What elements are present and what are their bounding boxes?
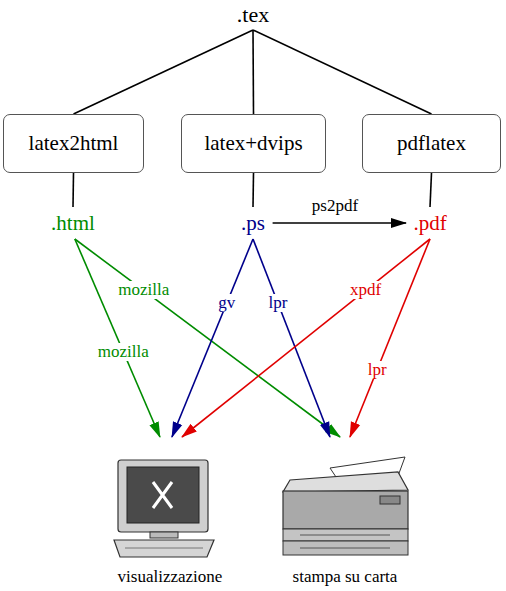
- edge-label: gv: [217, 294, 236, 312]
- connector-line: [252, 30, 254, 114]
- edge-label: lpr: [268, 294, 289, 312]
- edge-label: mozilla: [97, 343, 150, 361]
- connector-arrow: [273, 222, 406, 224]
- connector-line: [252, 173, 254, 207]
- edge-label: mozilla: [117, 281, 170, 299]
- connector-line: [253, 30, 432, 114]
- output-format: .pdf: [400, 207, 460, 239]
- edge-label: xpdf: [349, 281, 382, 299]
- connector-arrow: [253, 239, 330, 437]
- device-target: stampa su carta: [265, 437, 425, 587]
- connector-arrow: [182, 239, 430, 437]
- connector-arrow: [75, 239, 160, 437]
- output-format: .html: [43, 207, 103, 239]
- process-box: latex+dvips: [181, 114, 326, 173]
- connector-arrow: [172, 239, 253, 437]
- node-label: pdflatex: [397, 131, 466, 156]
- node-label: stampa su carta: [293, 567, 398, 587]
- process-box: pdflatex: [362, 114, 501, 173]
- edge-label: ps2pdf: [311, 197, 359, 215]
- node-label: .ps: [241, 211, 265, 236]
- node-label: .tex: [237, 2, 269, 28]
- node-label: latex2html: [29, 131, 119, 156]
- process-box: latex2html: [3, 114, 144, 173]
- source-file: .tex: [223, 0, 283, 30]
- connector-line: [72, 173, 74, 207]
- node-label: .pdf: [413, 211, 446, 236]
- printer-illustration: [283, 457, 408, 555]
- node-label: .html: [51, 211, 95, 236]
- device-target: visualizzazione: [95, 437, 245, 587]
- node-label: visualizzazione: [118, 567, 223, 587]
- connector-arrow: [75, 239, 340, 437]
- node-label: latex+dvips: [204, 131, 302, 156]
- monitor-illustration: [114, 460, 214, 557]
- connector-arrow: [350, 239, 430, 437]
- edge-label: lpr: [367, 361, 388, 379]
- output-format: .ps: [225, 207, 281, 239]
- connector-line: [74, 30, 254, 114]
- connector-line: [430, 173, 432, 207]
